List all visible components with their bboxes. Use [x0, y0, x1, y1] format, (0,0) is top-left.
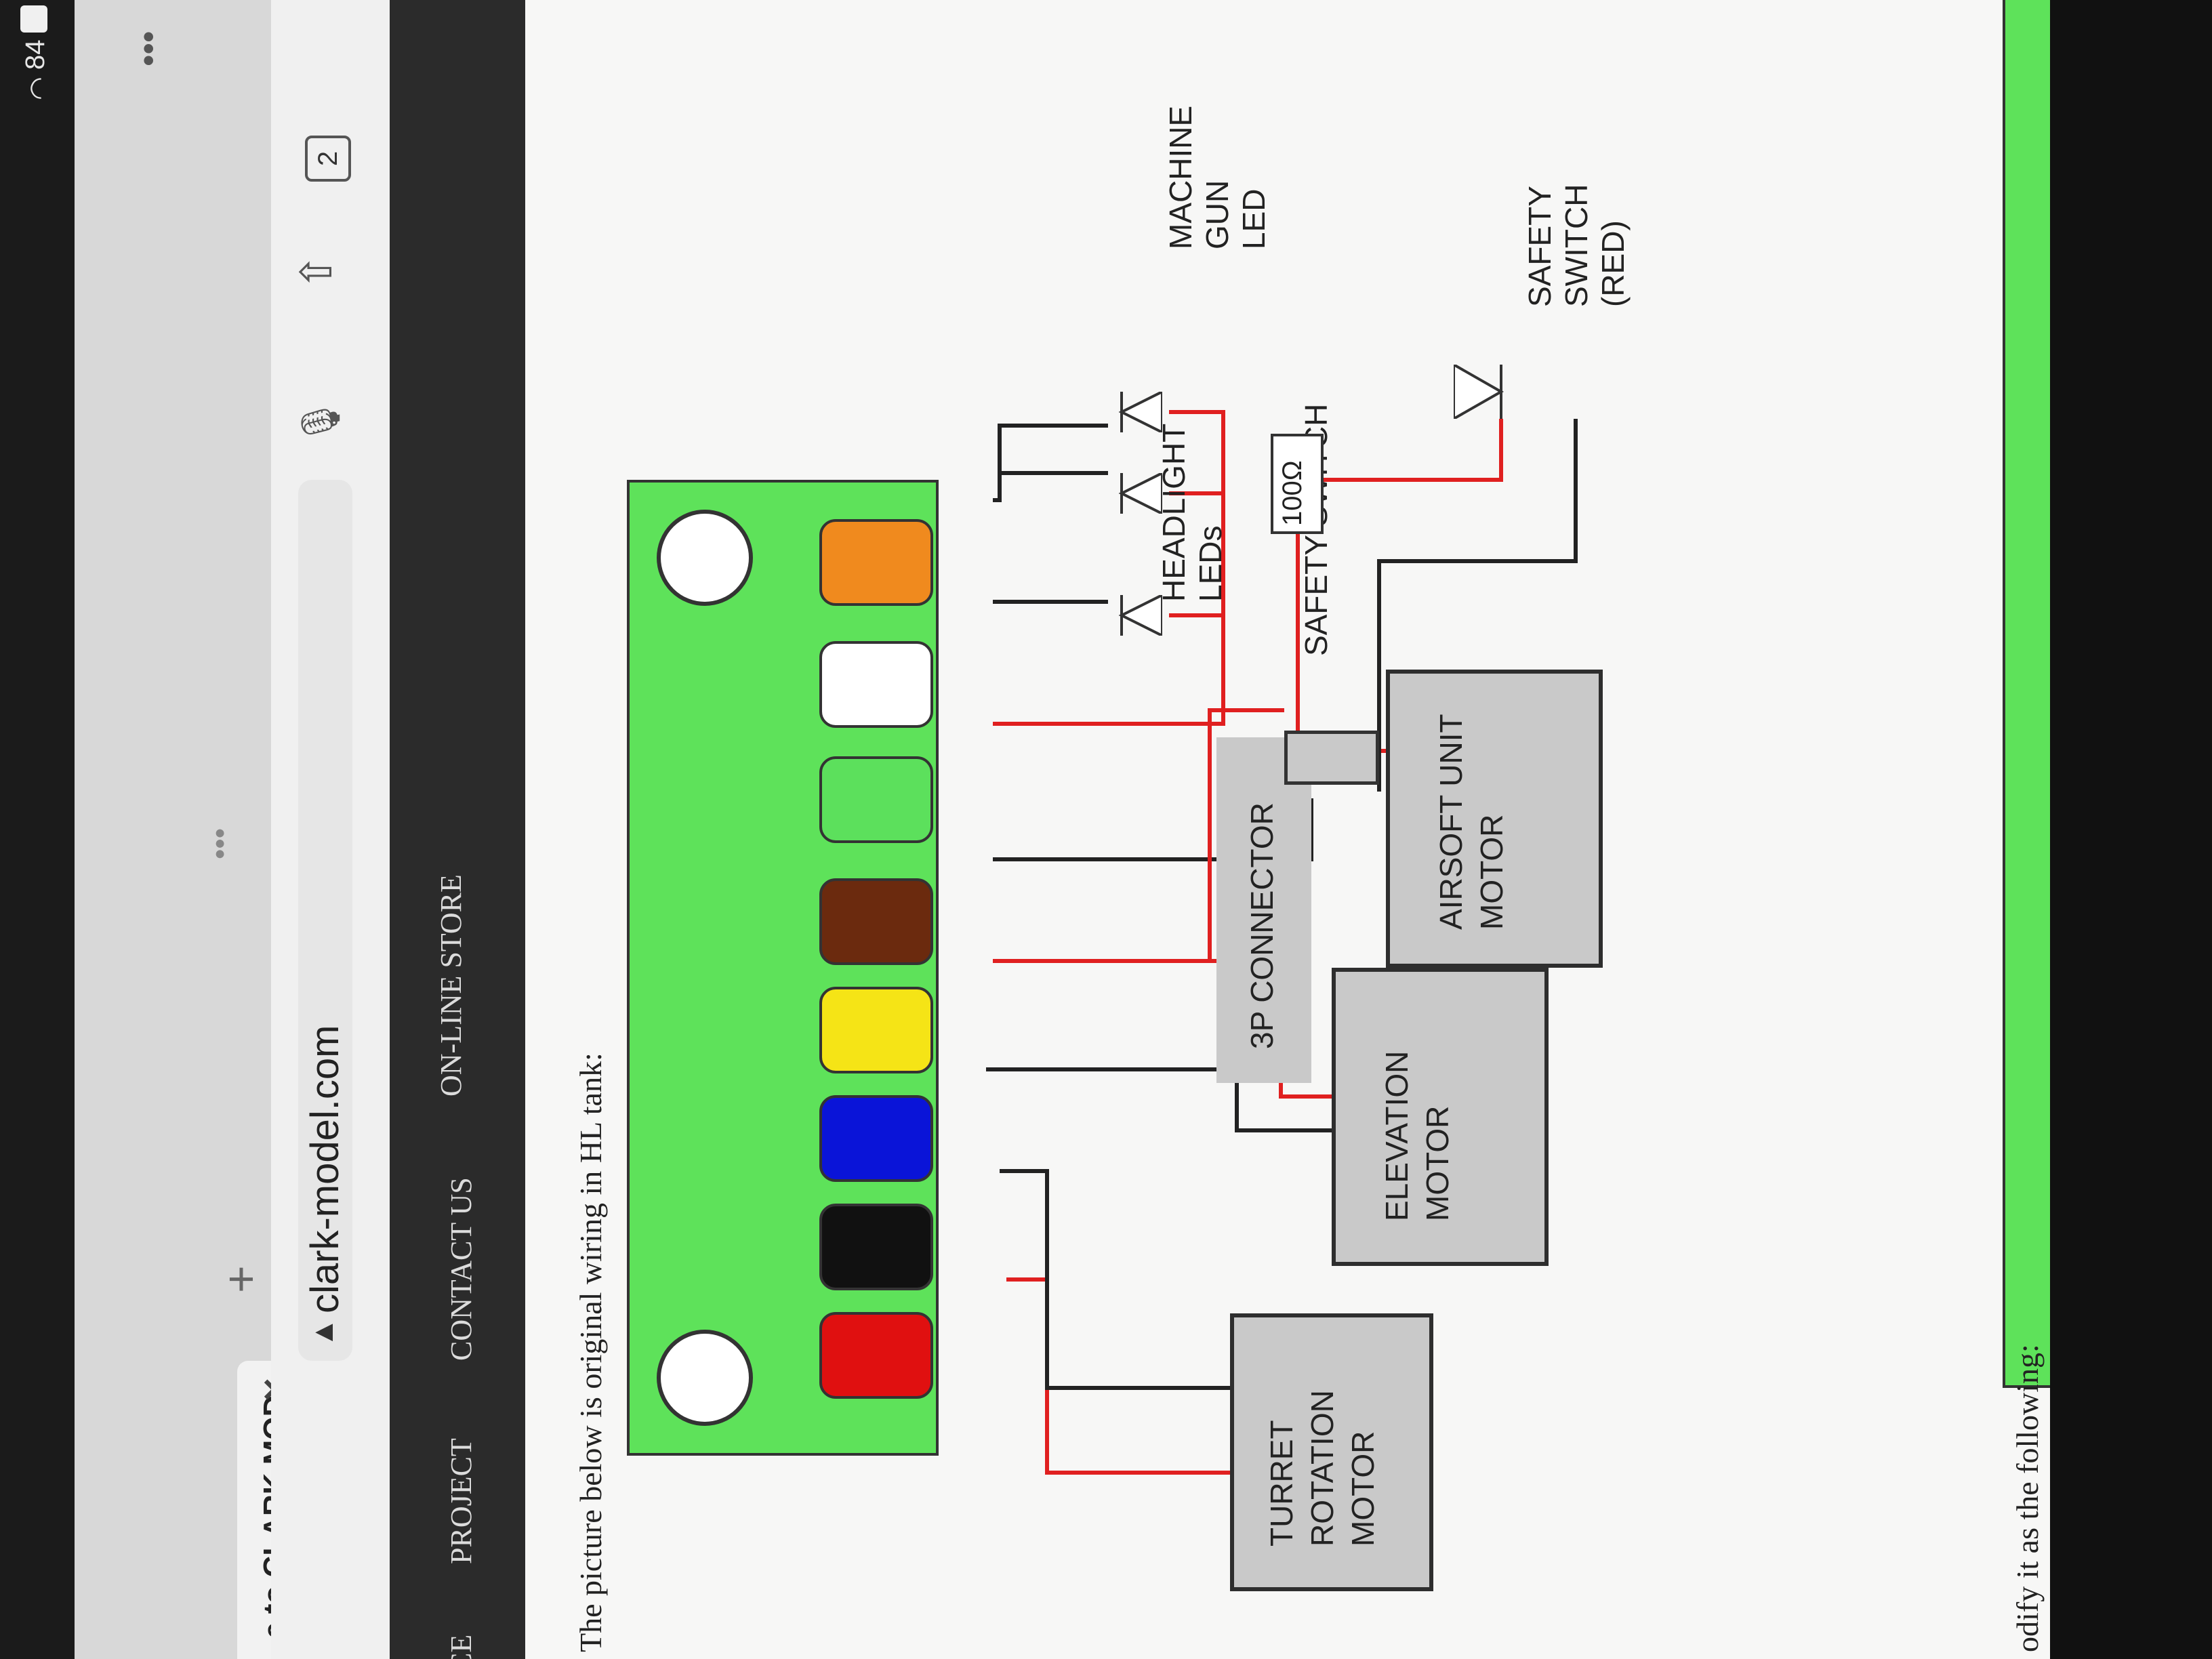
site-nav: CE PROJECT CONTACT US ON-LINE STORE — [390, 0, 525, 1659]
mount-hole-left — [657, 1330, 753, 1426]
url-text: clark-model.com — [303, 1025, 347, 1313]
turret-motor-label: TURRET ROTATION MOTOR — [1264, 1390, 1380, 1547]
pin-green — [819, 756, 933, 843]
nav-item-store[interactable]: ON-LINE STORE — [434, 874, 468, 1097]
tab-count-button[interactable]: 2 — [305, 136, 351, 182]
wire-airsoft-black — [993, 798, 1313, 861]
battery-icon — [20, 5, 47, 33]
next-diagram-board — [2003, 0, 2055, 1388]
more-icon[interactable]: ••• — [129, 30, 167, 66]
lock-icon: ▲ — [306, 1317, 340, 1347]
pin-black — [819, 1204, 933, 1290]
address-bar: ▲ clark-model.com 🎙 ⇧ 2 — [271, 0, 390, 1659]
airsoft-motor: AIRSOFT UNIT MOTOR — [1386, 670, 1603, 968]
tab-strip: ••• e to CLARK MOD × + ••• — [75, 0, 319, 1659]
elevation-motor-label: ELEVATION MOTOR — [1379, 1050, 1455, 1221]
wifi-icon: ◠ — [24, 77, 54, 100]
safety-led-label: SAFETY SWITCH (RED) — [1522, 184, 1631, 307]
wire-led-black-2 — [993, 471, 1108, 502]
safety-switch — [1284, 731, 1379, 785]
airsoft-motor-label: AIRSOFT UNIT MOTOR — [1433, 714, 1509, 930]
resistor: 100Ω — [1271, 434, 1324, 534]
wire-switch-red — [1208, 708, 1284, 961]
resistor-label: 100Ω — [1277, 460, 1307, 526]
wire-led-black-3 — [998, 424, 1108, 473]
nav-item-0[interactable]: CE — [445, 1634, 478, 1659]
wires — [986, 410, 1578, 1475]
status-bar: ◠ 84 % — [0, 0, 75, 1659]
machine-gun-led — [1108, 389, 1164, 435]
wire-elevation-black — [986, 1067, 1332, 1132]
pin-orange — [819, 519, 933, 606]
turret-motor: TURRET ROTATION MOTOR — [1230, 1313, 1433, 1591]
wire-turret-black — [1000, 1169, 1230, 1390]
headlight-led-1 — [1108, 592, 1164, 638]
pin-blue — [819, 1095, 933, 1182]
pin-yellow — [819, 987, 933, 1073]
mount-hole-right — [657, 510, 753, 606]
control-board — [627, 480, 939, 1456]
wire-resistor — [1296, 419, 1503, 751]
wire-safety-black — [1377, 419, 1578, 792]
connector-3p: 3P CONNECTOR — [1216, 737, 1311, 1083]
headlight-label: HEADLIGHT LEDs — [1156, 424, 1228, 602]
pin-brown — [819, 878, 933, 965]
outro-text: odify it as the following: — [2010, 1344, 2045, 1652]
wire-led-red — [993, 410, 1225, 726]
elevation-motor: ELEVATION MOTOR — [1332, 968, 1549, 1266]
connector-label: 3P CONNECTOR — [1244, 802, 1279, 1049]
new-tab-icon[interactable]: + — [214, 1265, 267, 1293]
share-icon[interactable]: ⇧ — [292, 253, 341, 290]
nav-item-project[interactable]: PROJECT — [445, 1438, 478, 1564]
tab-dots-icon: ••• — [203, 827, 237, 859]
pin-red — [819, 1312, 933, 1399]
device-bezel — [2050, 0, 2212, 1659]
safety-led — [1452, 362, 1515, 422]
url-field[interactable]: ▲ clark-model.com — [298, 480, 352, 1361]
page-content: The picture below is original wiring in … — [525, 0, 2055, 1659]
headlight-led-2 — [1108, 470, 1164, 516]
mic-icon[interactable]: 🎙 — [299, 397, 342, 446]
wiring-diagram: TURRET ROTATION MOTOR 3P CONNECTOR ELEVA… — [525, 0, 2055, 1659]
pin-white — [819, 641, 933, 728]
machine-gun-label: MACHINE GUN LED — [1163, 105, 1271, 249]
nav-item-contact[interactable]: CONTACT US — [445, 1177, 478, 1361]
wire-turret-red — [1006, 1277, 1230, 1475]
